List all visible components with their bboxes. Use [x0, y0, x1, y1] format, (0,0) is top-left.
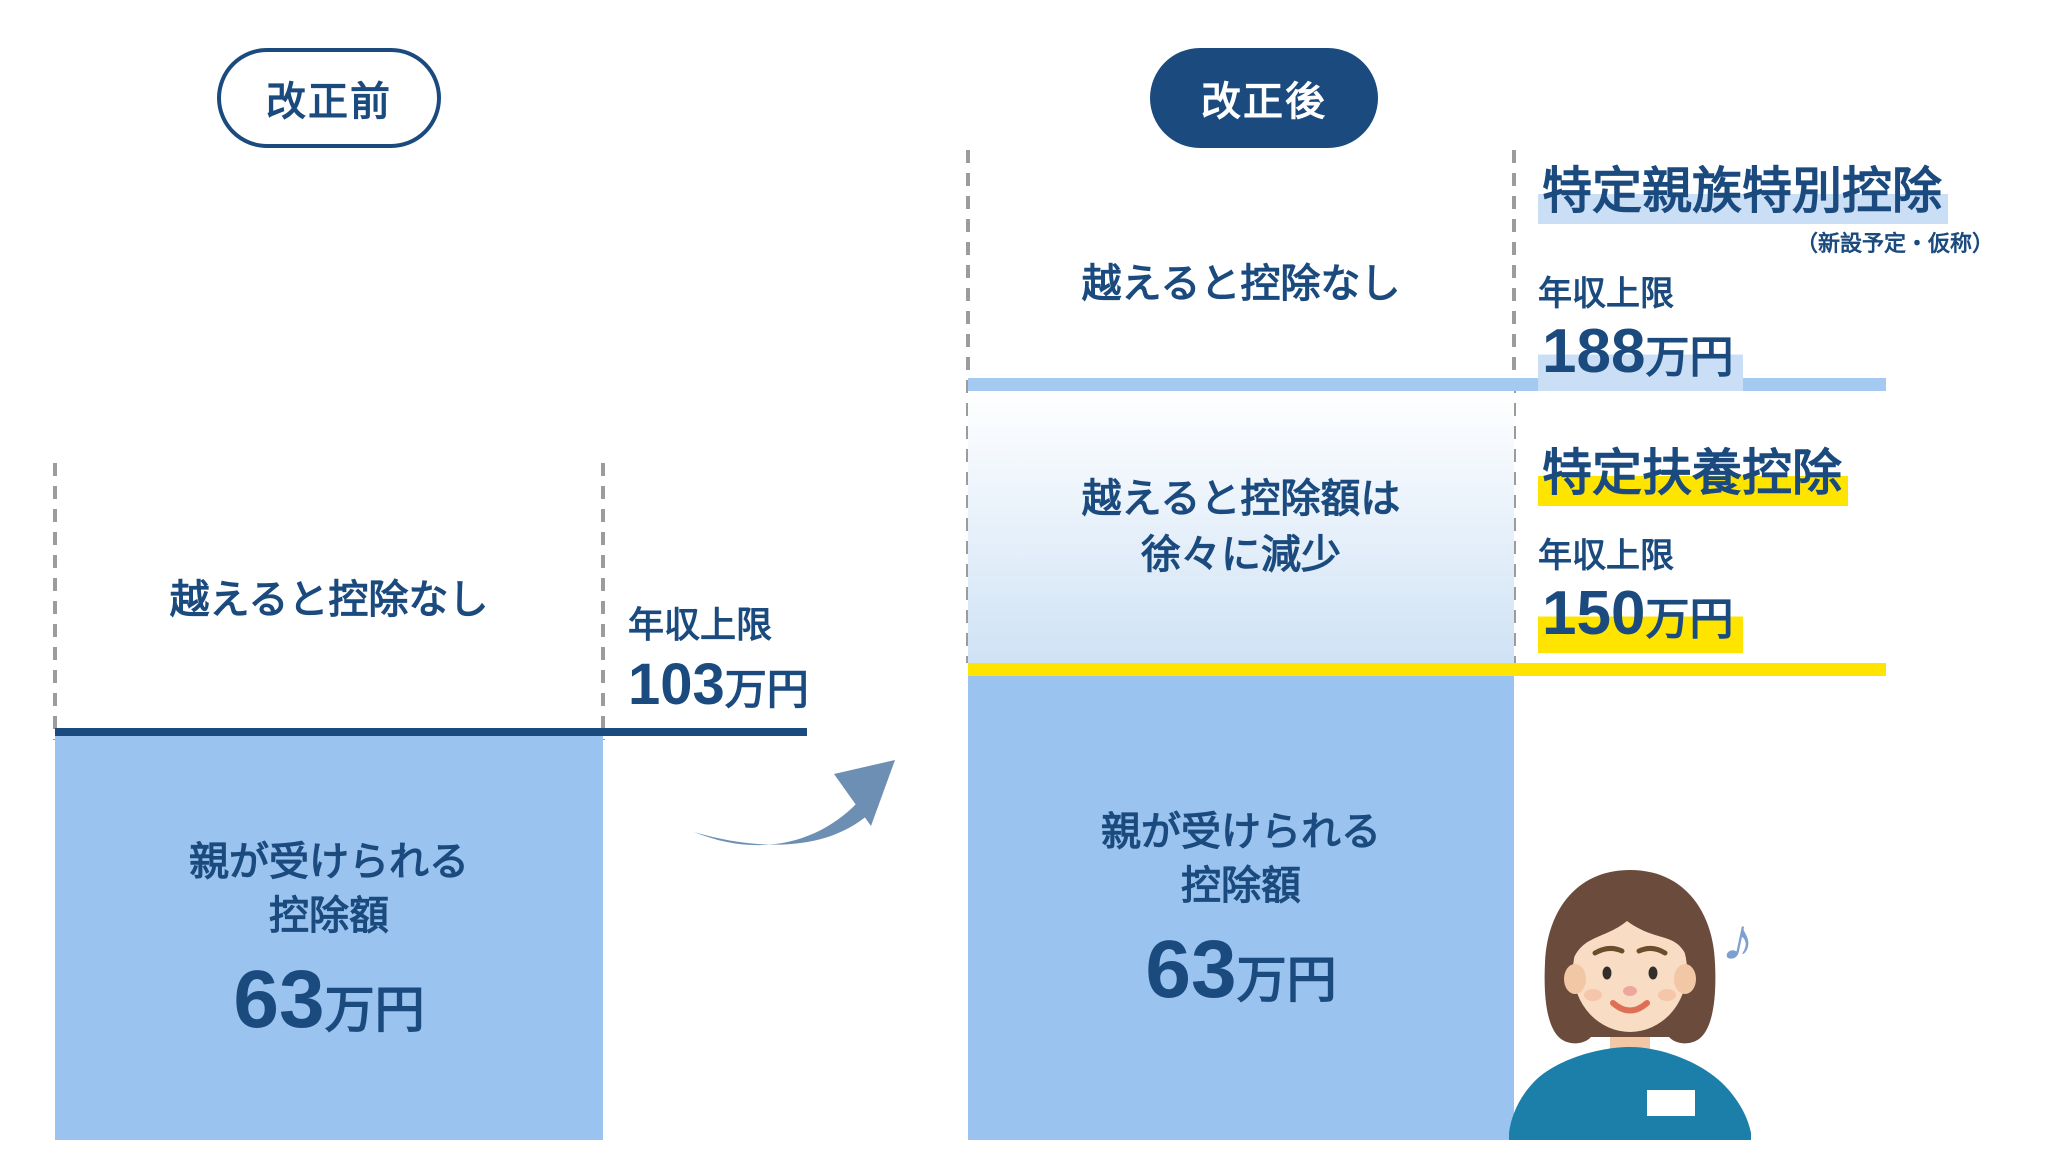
deduction-box-line1-after: 親が受けられる — [1101, 810, 1381, 854]
deduction-box-line1-before: 親が受けられる — [189, 840, 469, 884]
new-deduction-limit-label: 年収上限 — [1538, 275, 1674, 313]
current-deduction-limit-unit: 万円 — [1645, 595, 1734, 644]
current-deduction-block: 特定扶養控除 年収上限 150万円 — [1538, 448, 1994, 653]
deduction-amount-unit-after: 万円 — [1236, 952, 1337, 1008]
income-limit-label-before: 年収上限 — [628, 604, 773, 645]
dashed-line-income-limit-after — [1512, 150, 1516, 663]
current-deduction-limit-label: 年収上限 — [1538, 537, 1674, 575]
zone-label-no-deduction-before: 越えると控除なし — [169, 578, 489, 622]
deduction-box-text-before: 親が受けられる 控除額 — [189, 835, 469, 943]
dashed-line-left-boundary-before — [53, 463, 57, 740]
new-deduction-limit-unit: 万円 — [1645, 333, 1734, 382]
new-deduction-title: 特定親族特別控除 — [1538, 166, 1948, 224]
before-to-after-arrow-icon — [694, 760, 895, 846]
income-limit-line-before — [55, 728, 807, 736]
income-limit-before: 年収上限 103万円 — [628, 596, 809, 714]
deduction-amount-before: 63万円 — [233, 959, 424, 1041]
income-limit-bar-150 — [968, 663, 1886, 676]
deduction-box-text-after: 親が受けられる 控除額 — [1101, 805, 1381, 913]
badge-before-revision: 改正前 — [217, 48, 441, 148]
deduction-amount-value-after: 63 — [1145, 924, 1237, 1015]
zone-label-gradual-decrease: 越えると控除額は 徐々に減少 — [1082, 471, 1401, 583]
badge-after-revision: 改正後 — [1150, 48, 1378, 148]
zone-label-no-deduction-after: 越えると控除なし — [1081, 262, 1401, 306]
zone-label-gradual-decrease-line1: 越えると控除額は — [1081, 477, 1401, 521]
deduction-amount-after: 63万円 — [1145, 929, 1336, 1011]
current-deduction-limit-value: 150 — [1542, 579, 1646, 648]
deduction-amount-value-before: 63 — [233, 954, 325, 1045]
deduction-box-line2-after: 控除額 — [1181, 864, 1301, 908]
gradual-decrease-zone: 越えると控除額は 徐々に減少 — [968, 391, 1514, 663]
dashed-line-income-limit-before — [601, 463, 605, 740]
income-limit-value-before: 103 — [628, 652, 725, 717]
new-deduction-block: 特定親族特別控除 （新設予定・仮称） 年収上限 188万円 — [1538, 166, 1994, 391]
current-deduction-limit-amount: 150万円 — [1538, 583, 1744, 653]
new-deduction-limit-amount: 188万円 — [1538, 321, 1744, 391]
current-deduction-title: 特定扶養控除 — [1538, 448, 1848, 506]
woman-illustration — [1509, 870, 1751, 1140]
deduction-amount-unit-before: 万円 — [324, 982, 425, 1038]
deduction-amount-box-before: 親が受けられる 控除額 63万円 — [55, 736, 603, 1140]
deduction-box-line2-before: 控除額 — [269, 894, 389, 938]
deduction-amount-box-after: 親が受けられる 控除額 63万円 — [968, 676, 1514, 1140]
zone-label-gradual-decrease-line2: 徐々に減少 — [1141, 533, 1341, 577]
new-deduction-note: （新設予定・仮称） — [1795, 231, 1994, 256]
income-limit-amount-before: 103万円 — [628, 656, 809, 714]
income-limit-unit-before: 万円 — [724, 666, 809, 713]
new-deduction-limit-value: 188 — [1542, 317, 1646, 386]
